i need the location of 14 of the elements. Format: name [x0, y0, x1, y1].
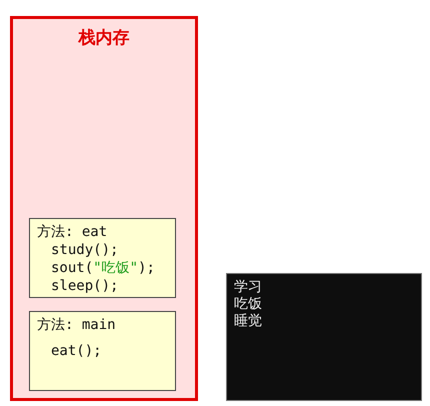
code-line: sout("吃饭"); — [51, 259, 155, 277]
code-line: eat(); — [51, 342, 102, 360]
code-line: sleep(); — [51, 277, 118, 295]
method-label: 方法: eat — [37, 223, 108, 241]
output-line: 吃饭 — [234, 295, 262, 313]
stack-frame-box — [29, 311, 176, 391]
output-line: 学习 — [234, 278, 262, 296]
stack-frame-box — [29, 218, 176, 298]
method-label: 方法: main — [37, 316, 116, 334]
code-line: study(); — [51, 241, 118, 259]
console-output-panel — [226, 273, 422, 401]
output-line: 睡觉 — [234, 312, 262, 330]
panel-title: 栈内存 — [77, 29, 130, 47]
stack-memory-panel — [10, 16, 198, 401]
